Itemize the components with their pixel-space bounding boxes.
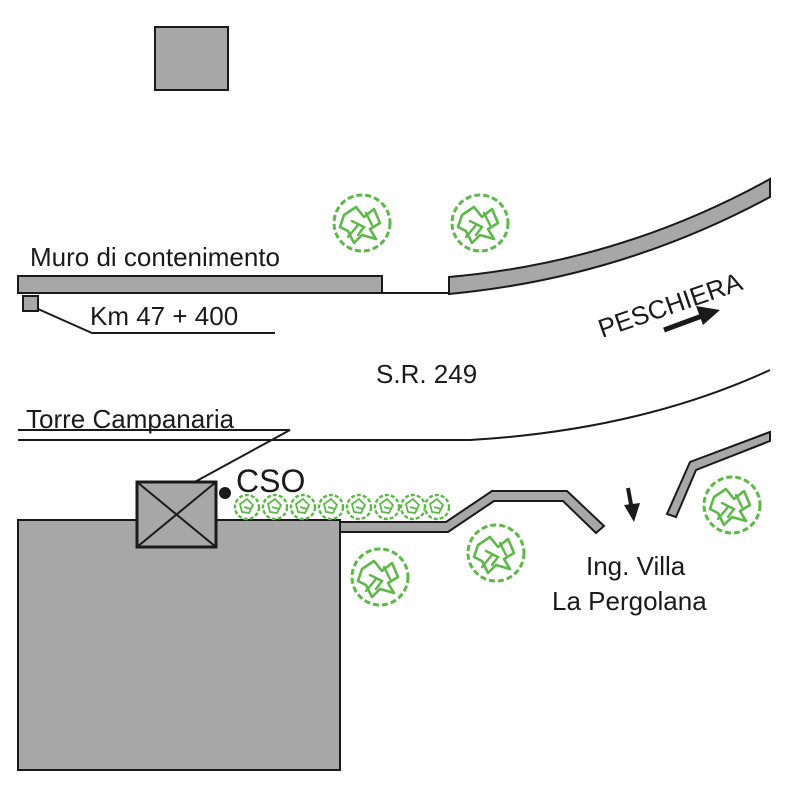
label-km: Km 47 + 400 [90, 301, 238, 331]
label-villa-line2: La Pergolana [552, 586, 707, 616]
boundary-wall [339, 490, 606, 535]
label-road: S.R. 249 [376, 359, 477, 389]
arrow-right-icon [663, 306, 720, 333]
retaining-wall [17, 275, 383, 294]
label-muro: Muro di contenimento [30, 242, 280, 272]
curved-wall [448, 177, 771, 296]
road-edge-bottom [18, 369, 771, 441]
torre-leader-line [18, 429, 291, 491]
label-cso: CSO [236, 463, 305, 499]
km-marker [22, 295, 39, 312]
label-peschiera: PESCHIERA [594, 266, 746, 344]
entrance-wall [665, 430, 771, 519]
label-villa-line1: Ing. Villa [586, 551, 686, 581]
tree-icon [466, 523, 526, 583]
km-leader-line [37, 308, 275, 334]
tree-icon [450, 193, 510, 253]
label-torre: Torre Campanaria [26, 404, 235, 434]
top-building [154, 26, 229, 91]
tower-cross-icon [135, 480, 218, 549]
main-building [17, 519, 341, 771]
tree-icon [702, 475, 762, 535]
dot-marker-icon [219, 487, 231, 499]
tree-icon [332, 193, 392, 253]
arrow-down-icon [624, 487, 640, 522]
tree-icon [350, 547, 410, 607]
